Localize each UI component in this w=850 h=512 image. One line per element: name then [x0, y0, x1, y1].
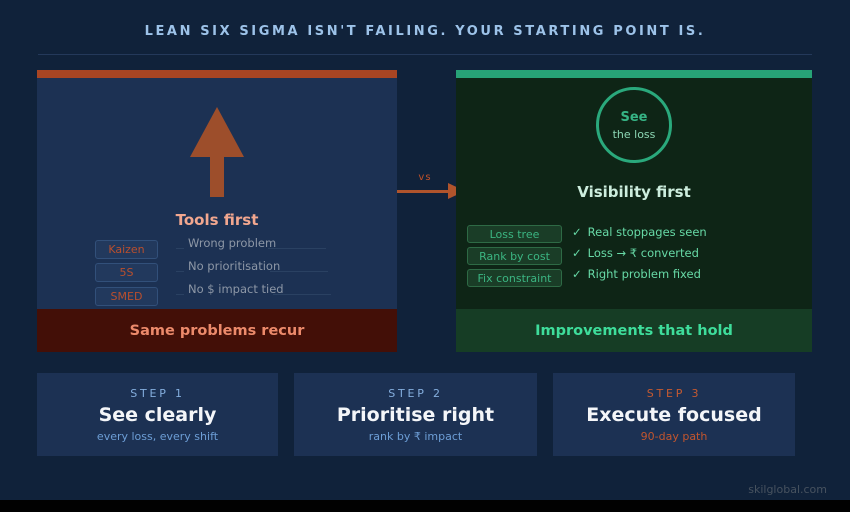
up-arrow-icon [190, 107, 244, 157]
green-accent-bar [456, 70, 812, 78]
tool-chip-smed[interactable]: SMED [95, 287, 158, 306]
problem-item: No prioritisation [188, 259, 281, 273]
check-item: ✓ Loss → ₹ converted [572, 246, 699, 261]
problem-item: Wrong problem [188, 236, 277, 250]
tools-first-outcome-bar: Same problems recur [37, 309, 397, 352]
visibility-first-outcome-bar: Improvements that hold [456, 309, 812, 352]
step-subtitle: 90-day path [640, 429, 708, 443]
problem-fill-line [270, 271, 328, 272]
see-the-loss-circle: See the loss [596, 87, 672, 163]
orange-accent-bar [37, 70, 397, 78]
problem-fill-line [268, 248, 326, 249]
title-divider [38, 54, 812, 55]
visibility-first-heading: Visibility first [577, 183, 691, 201]
check-item-label: Right problem fixed [587, 267, 701, 281]
vs-label: vs [418, 172, 432, 183]
action-chip-fix-constraint[interactable]: Fix constraint [467, 269, 562, 287]
tool-chip-5s[interactable]: 5S [95, 263, 158, 282]
bottom-black-bar [0, 500, 850, 512]
action-chip-loss-tree[interactable]: Loss tree [467, 225, 562, 243]
check-icon: ✓ [572, 225, 582, 239]
action-chip-rank-by-cost[interactable]: Rank by cost [467, 247, 562, 265]
step-title: See clearly [98, 403, 217, 426]
page-title: LEAN SIX SIGMA ISN'T FAILING. YOUR START… [144, 24, 706, 39]
step-label: STEP 1 [130, 386, 185, 400]
step-title: Execute focused [586, 403, 762, 426]
tools-first-heading: Tools first [175, 211, 259, 229]
step-label: STEP 3 [646, 386, 702, 400]
problem-tick-line [176, 294, 184, 295]
circle-text-line2: the loss [612, 127, 656, 141]
step-card-3: STEP 3 Execute focused 90-day path [553, 373, 795, 456]
check-icon: ✓ [572, 267, 582, 281]
problem-tick-line [176, 248, 184, 249]
circle-text-line1: See [620, 109, 648, 125]
check-item-label: Real stoppages seen [587, 225, 707, 239]
check-item-label: Loss → ₹ converted [587, 246, 699, 260]
step-card-1: STEP 1 See clearly every loss, every shi… [37, 373, 278, 456]
step-label: STEP 2 [388, 386, 443, 400]
step-title: Prioritise right [336, 403, 495, 426]
step-subtitle: rank by ₹ impact [368, 429, 463, 443]
check-item: ✓ Real stoppages seen [572, 225, 707, 240]
up-arrow-stem [210, 156, 224, 197]
vs-arrow-line [397, 190, 448, 193]
step-card-2: STEP 2 Prioritise right rank by ₹ impact [294, 373, 537, 456]
tools-first-panel: Tools first Kaizen 5S SMED Wrong problem… [37, 70, 397, 352]
problem-fill-line [273, 294, 331, 295]
check-item: ✓ Right problem fixed [572, 267, 701, 282]
watermark: skilglobal.com [748, 483, 827, 496]
problem-item: No $ impact tied [188, 282, 284, 296]
step-subtitle: every loss, every shift [96, 429, 219, 443]
tool-chip-kaizen[interactable]: Kaizen [95, 240, 158, 259]
check-icon: ✓ [572, 246, 582, 260]
problem-tick-line [176, 271, 184, 272]
visibility-first-panel: See the loss Visibility first Loss tree … [456, 70, 812, 352]
